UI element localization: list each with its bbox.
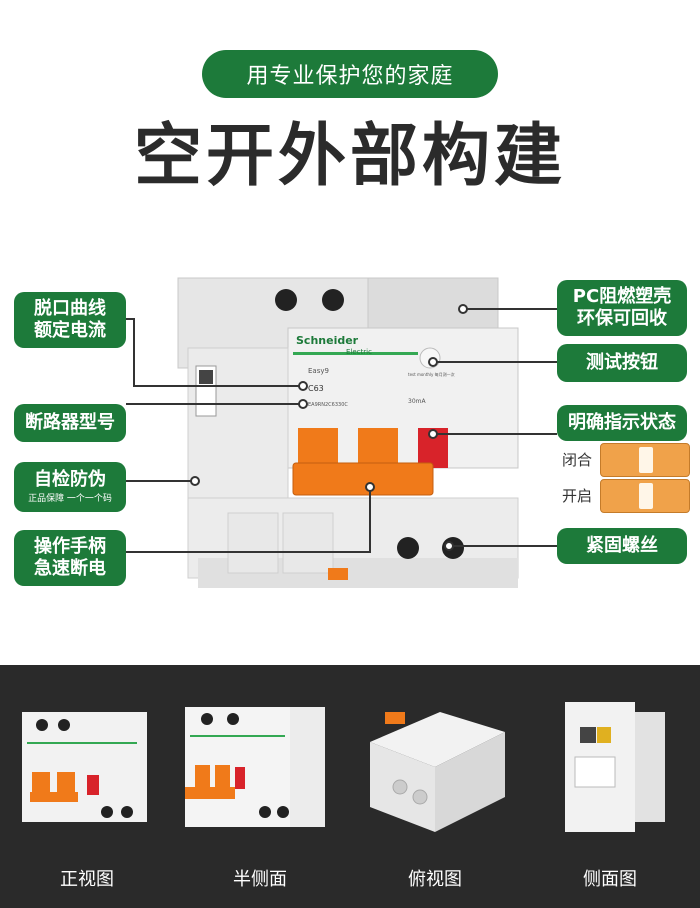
rcd-text: 30mA [408,398,426,405]
pointer-dot [428,429,438,439]
brand-sub-text: Electric [346,348,372,356]
pointer-dot [298,381,308,391]
view-label-front: 正视图 [60,869,114,890]
top-view-image [370,712,505,832]
state-open-label: 开启 [562,487,593,505]
top-section: 用专业保护您的家庭 空开外部构建 Schneider Electric Easy… [14,50,690,588]
pointer-dot [190,476,200,486]
state-open-image [600,479,690,513]
view-label-top: 俯视图 [408,869,462,890]
part-no-text: EA9RN2C6330C [308,402,348,408]
callout-test-button: 测试按钮 [557,344,687,382]
operating-handle[interactable] [292,462,434,496]
rating-text: C63 [308,384,324,393]
callout-handle: 操作手柄 急速断电 [14,530,126,586]
half-side-view-image [185,707,325,827]
pointer-dot [428,357,438,367]
callout-model: 断路器型号 [14,404,126,442]
pointer-dot [444,541,454,551]
front-view-image [22,712,147,822]
callout-pc-shell: PC阻燃塑壳 环保可回收 [557,280,687,336]
tagline-pill: 用专业保护您的家庭 [202,50,498,98]
test-text: test monthly 每月测一次 [408,371,455,377]
views-section: 正视图 半侧面 俯视图 侧面图 [0,665,700,908]
side-view-image [565,702,665,832]
callout-trip-curve: 脱口曲线 额定电流 [14,292,126,348]
state-closed-image [600,443,690,477]
page-title: 空开外部构建 [133,117,566,196]
view-label-half-side: 半侧面 [233,869,287,890]
view-label-side: 侧面图 [583,869,637,890]
brand-text: Schneider [296,334,359,347]
state-closed-label: 闭合 [562,451,593,469]
callout-status: 明确指示状态 [557,405,687,441]
breaker-illustration: Schneider Electric Easy9 C63 EA9RN2C6330… [177,277,519,588]
pointer-dot [458,304,468,314]
pointer-dot [298,399,308,409]
callout-screws: 紧固螺丝 [557,528,687,564]
pointer-dot [365,482,375,492]
callout-anti-counterfeit: 自检防伪 正品保障 一个一个码 [14,462,126,512]
model-text: Easy9 [308,367,329,375]
